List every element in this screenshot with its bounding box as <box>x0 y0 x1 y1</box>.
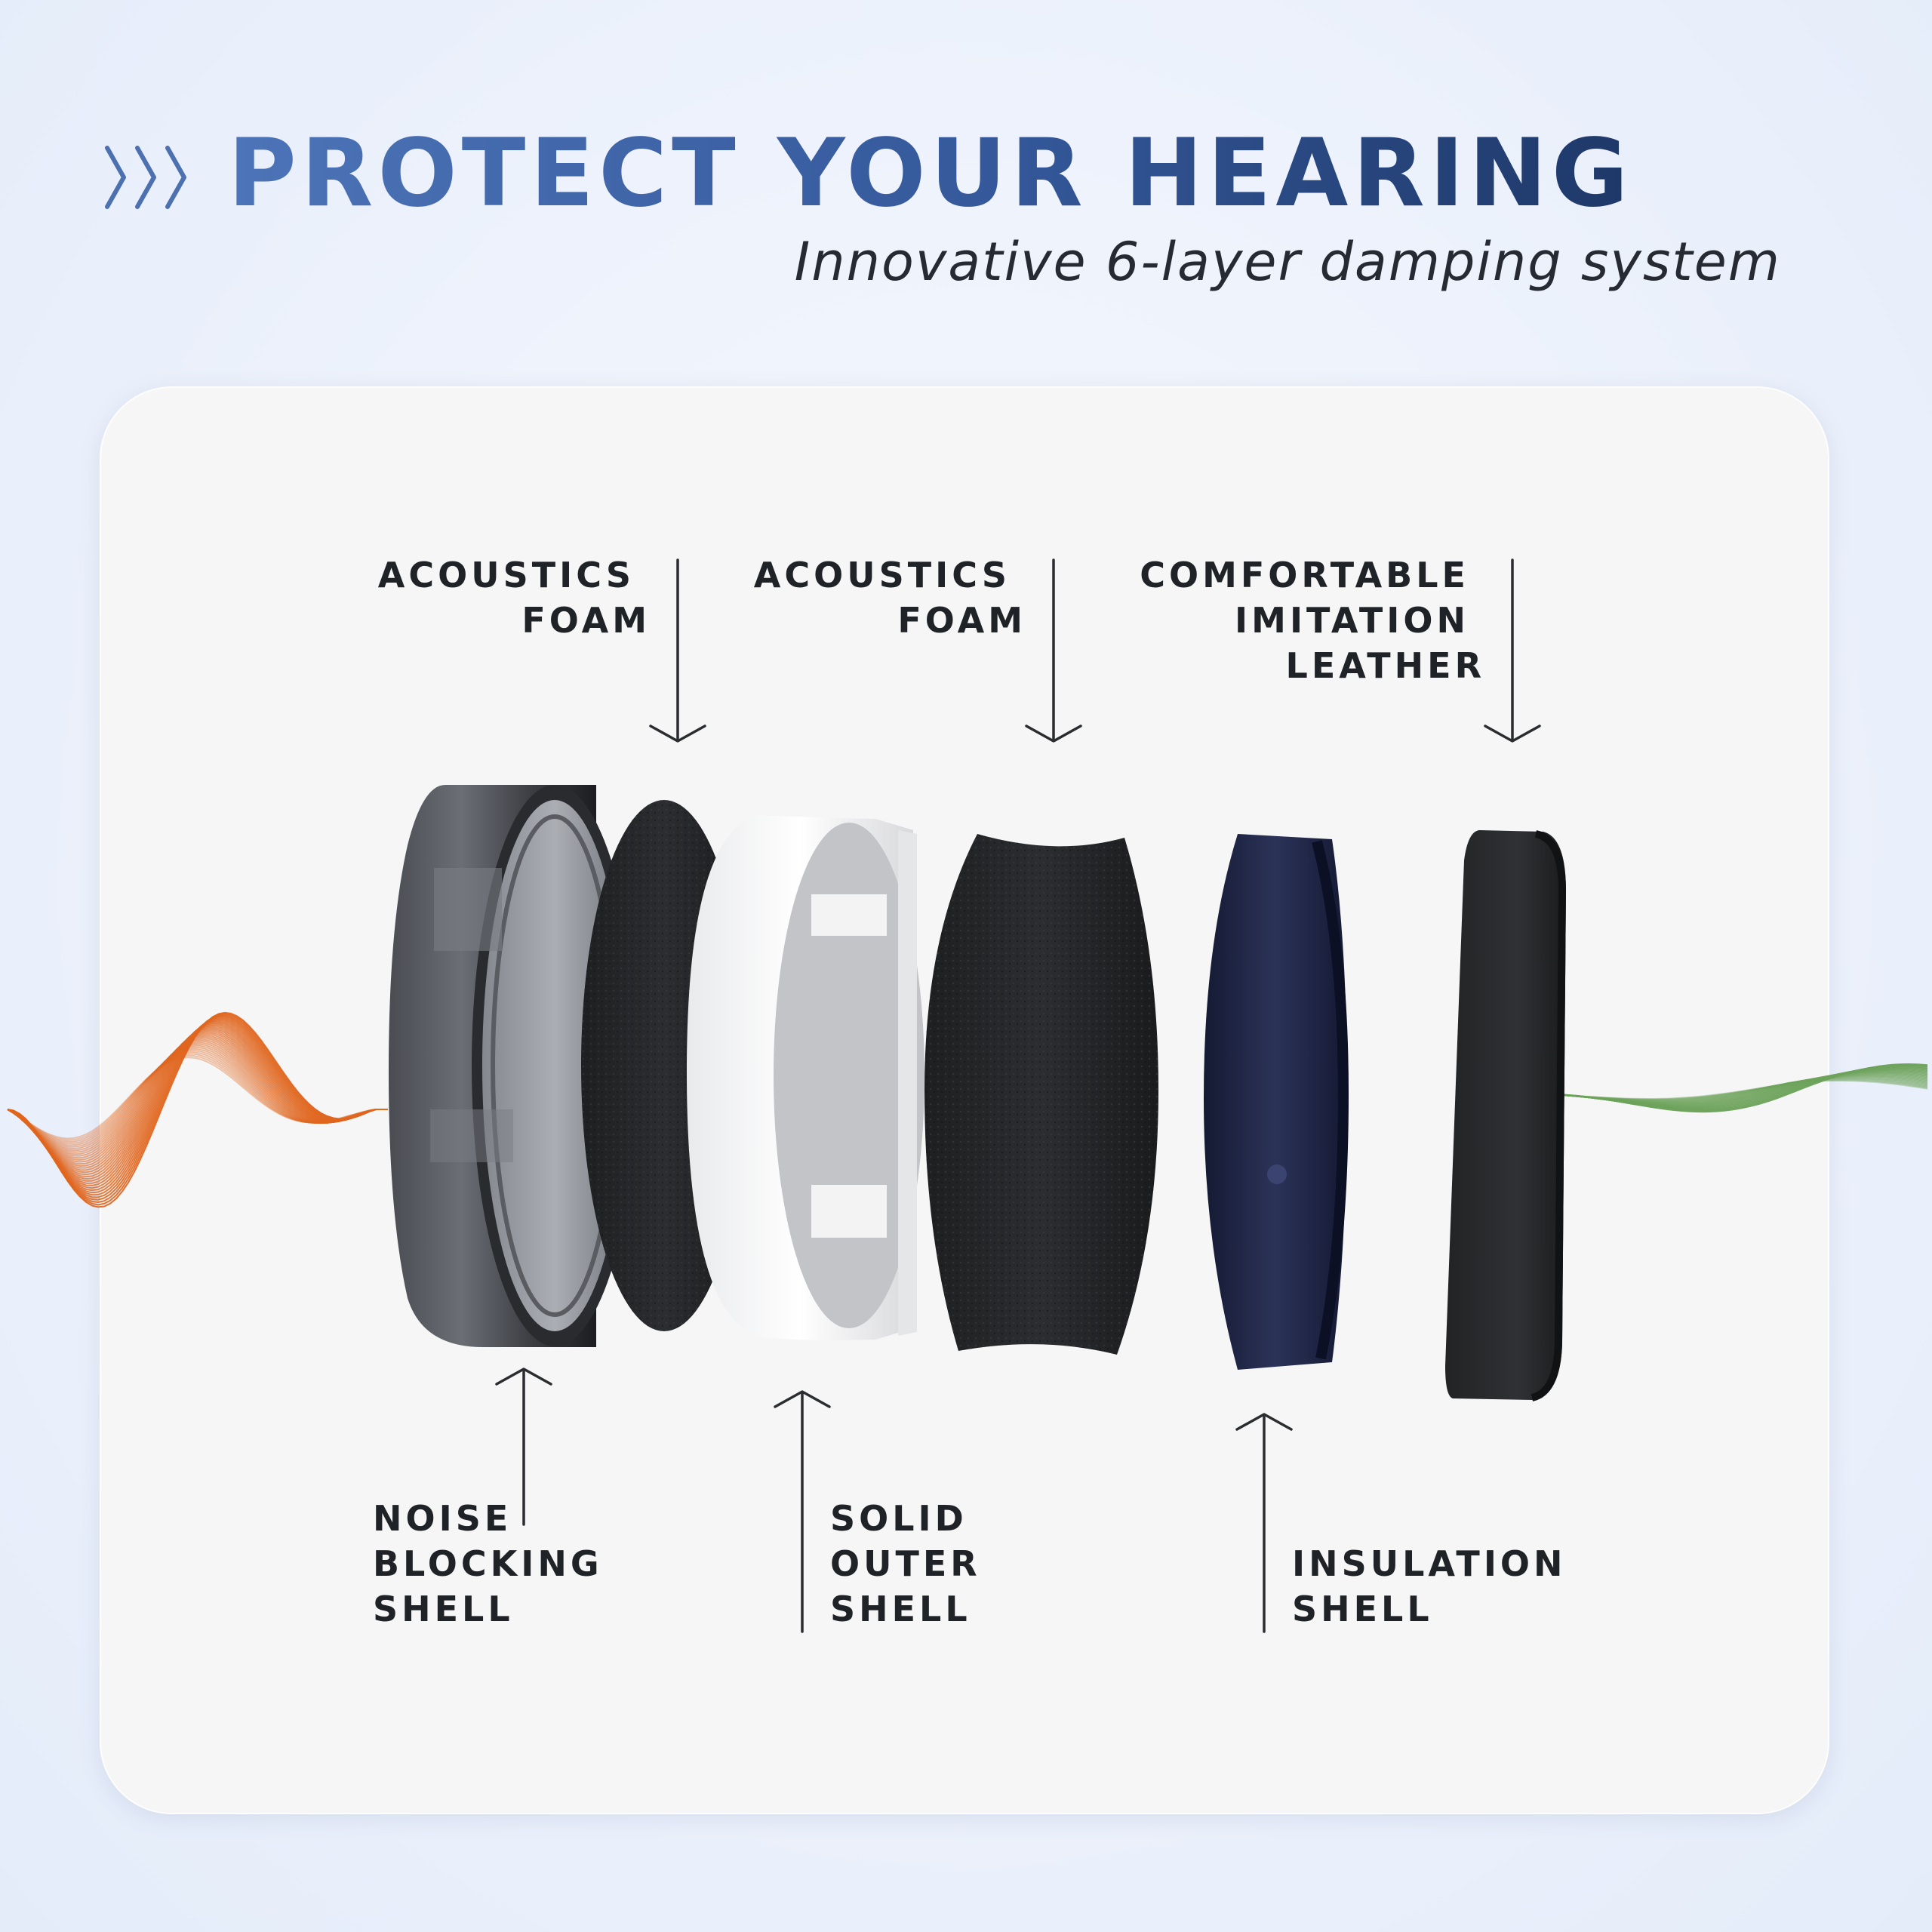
wave-line <box>1546 1078 1928 1100</box>
wave-line <box>7 1057 388 1140</box>
arrow-solid-outer-shell <box>774 1390 831 1633</box>
insulation-shell-layer <box>1204 834 1349 1370</box>
label-acoustics-foam-1: ACOUSTICS FOAM <box>378 555 651 641</box>
damped-sound-wave <box>1546 1063 1928 1113</box>
wave-line <box>1546 1079 1928 1100</box>
wave-line <box>7 1044 388 1152</box>
arrow-acoustics-foam-1 <box>649 558 706 743</box>
wave-line <box>1546 1078 1928 1101</box>
wave-line <box>7 1054 388 1141</box>
arrow-noise-blocking-shell <box>495 1367 552 1526</box>
wave-line <box>7 1053 388 1143</box>
wave-line <box>1546 1080 1928 1100</box>
wave-line <box>1546 1075 1928 1103</box>
arrow-insulation-shell <box>1235 1413 1293 1633</box>
label-insulation-shell: INSULATION SHELL <box>1292 1543 1583 1629</box>
wave-line <box>7 1043 388 1153</box>
triple-chevron-right-icon <box>105 146 186 209</box>
label-comfortable-imitation-leather: COMFORTABLE IMITATION LEATHER <box>1140 555 1485 686</box>
wave-line <box>1546 1075 1928 1103</box>
wave-line <box>1546 1077 1928 1101</box>
pointer-arrows <box>495 558 1541 1633</box>
label-noise-blocking-shell: NOISE BLOCKING SHELL <box>373 1498 619 1629</box>
wave-line <box>7 1048 388 1148</box>
wave-line <box>7 1046 388 1150</box>
label-acoustics-foam-2: ACOUSTICS FOAM <box>754 555 1026 641</box>
page-title: PROTECT YOUR HEARING <box>228 113 1633 234</box>
comfortable-imitation-leather-layer <box>1445 830 1567 1401</box>
wave-line <box>7 1051 388 1144</box>
solid-outer-shell-layer <box>687 815 924 1340</box>
arrow-comfortable-imitation-leather <box>1484 558 1541 743</box>
arrow-acoustics-foam-2 <box>1025 558 1082 743</box>
wave-line <box>1546 1076 1928 1102</box>
incoming-sound-wave <box>7 1011 388 1208</box>
page-subtitle: Innovative 6-layer damping system <box>794 231 1781 293</box>
label-solid-outer-shell: SOLID OUTER SHELL <box>830 1498 997 1629</box>
acoustics-foam-2-layer <box>924 834 1158 1355</box>
wave-line <box>7 1050 388 1146</box>
